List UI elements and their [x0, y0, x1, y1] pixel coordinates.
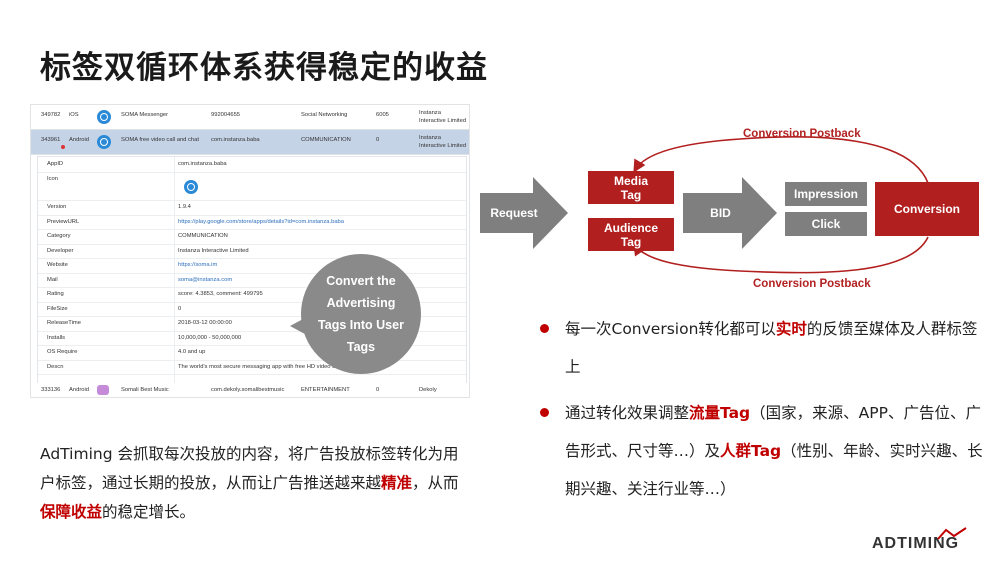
app-icon [97, 135, 111, 149]
row-bundle: com.instanza.baba [211, 137, 260, 143]
svg-text:ADTIMING: ADTIMING [872, 535, 959, 550]
page-title: 标签双循环体系获得稳定的收益 [40, 50, 488, 86]
bullet-item-1: 每一次Conversion转化都可以实时的反馈至媒体及人群标签上 [540, 310, 985, 386]
postback-top-curve [633, 136, 929, 184]
table-row: 349782 iOS SOMA Messenger 992004655 Soci… [31, 105, 469, 130]
highlight-text: 精准 [381, 474, 413, 492]
click-box: Click [785, 212, 867, 236]
postback-bottom-curve [633, 236, 929, 274]
bid-label: BID [710, 206, 731, 220]
request-label: Request [490, 206, 538, 220]
bid-arrow [683, 177, 777, 249]
postback-bottom-label: Conversion Postback [753, 278, 871, 290]
detail-row: Icon [38, 172, 466, 201]
website-link[interactable]: https://soma.im [178, 262, 218, 268]
row-id: 349782 [41, 112, 61, 118]
conversion-box: Conversion [875, 182, 979, 236]
highlight-text: 保障收益 [40, 503, 103, 521]
bullet-dot-icon [540, 324, 549, 333]
app-icon [97, 385, 109, 395]
app-icon [97, 110, 111, 124]
table-row-selected[interactable]: 343961 Android SOMA free video call and … [31, 130, 469, 155]
callout-text: Convert the Advertising Tags Into User T… [318, 274, 404, 354]
row-publisher: Instanza Interactive Limited [419, 135, 467, 149]
app-list-screenshot: 349782 iOS SOMA Messenger 992004655 Soci… [30, 104, 470, 398]
mail-link[interactable]: soma@instanza.com [178, 276, 233, 283]
row-count: 6005 [376, 112, 389, 118]
postback-top-label: Conversion Postback [743, 128, 861, 140]
row-count: 0 [376, 137, 380, 143]
row-category: Social Networking [301, 112, 348, 118]
status-dot-icon [61, 145, 65, 149]
body-paragraph: AdTiming 会抓取每次投放的内容，将广告投放标签转化为用户标签，通过长期的… [40, 445, 459, 521]
diagram-arrows [480, 136, 929, 274]
row-category: COMMUNICATION [301, 137, 351, 143]
table-row: 333136 Android Somali Best Music com.dek… [31, 383, 469, 397]
callout-bubble: Convert the Advertising Tags Into User T… [301, 254, 421, 374]
impression-box: Impression [785, 182, 867, 206]
detail-app-icon [184, 179, 198, 194]
bullet-dot-icon [540, 408, 549, 417]
row-bundle: 992004655 [211, 112, 241, 118]
bullet-item-2: 通过转化效果调整流量Tag（国家，来源、APP、广告位、广告形式、尺寸等…）及人… [540, 394, 985, 508]
row-publisher: Instanza Interactive Limited [419, 110, 467, 124]
preview-url-link[interactable]: https://play.google.com/store/apps/detai… [178, 218, 345, 225]
adtiming-logo: ADTIMING [872, 527, 967, 550]
row-name: SOMA free video call and chat [121, 137, 199, 143]
row-os: Android [69, 137, 89, 143]
row-id: 343961 [41, 137, 61, 143]
row-os: iOS [69, 112, 79, 118]
request-arrow [480, 177, 568, 249]
row-name: SOMA Messenger [121, 112, 169, 118]
